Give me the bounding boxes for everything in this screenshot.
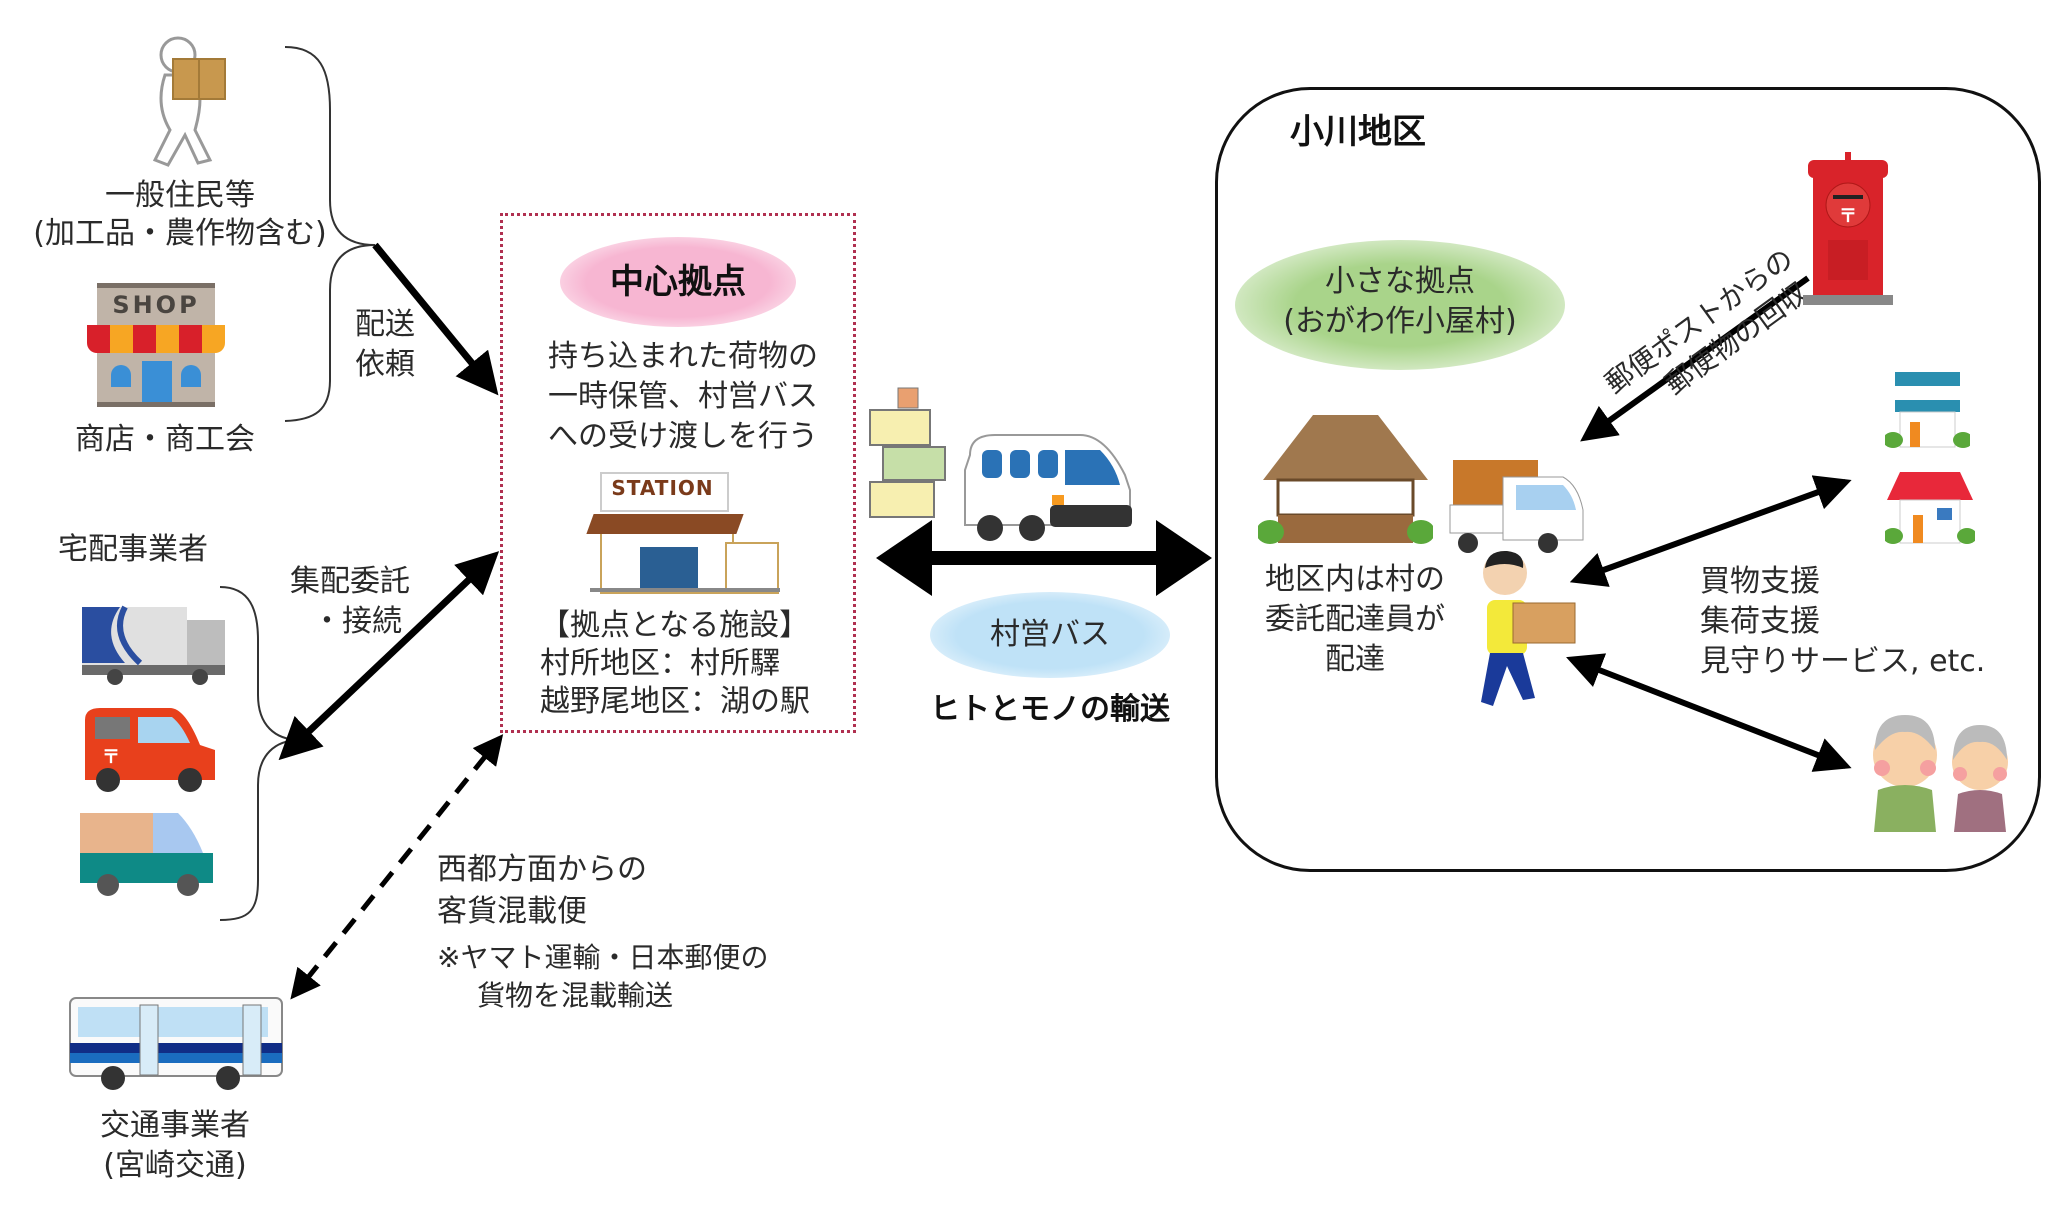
residents-sublabel: (加工品・農作物含む) bbox=[33, 216, 327, 251]
shop-icon: SHOP bbox=[87, 283, 225, 407]
light-truck-icon bbox=[1449, 460, 1584, 553]
delivery-note-3: 配達 bbox=[1325, 642, 1385, 677]
post-van-icon: 〒 bbox=[85, 708, 215, 792]
mixed-transport-note-1: ※ヤマト運輸・日本郵便の bbox=[437, 941, 769, 974]
residents-label: 一般住民等 bbox=[105, 178, 255, 213]
facility-2: 越野尾地区：湖の駅 bbox=[540, 684, 810, 719]
central-hub-title-bg bbox=[560, 237, 796, 327]
delivery-note-1: 地区内は村の bbox=[1265, 562, 1445, 597]
hub-desc-3: への受け渡しを行う bbox=[548, 419, 818, 454]
thatched-hut-icon bbox=[1258, 415, 1433, 544]
transport-caption: ヒトとモノの輸送 bbox=[930, 692, 1170, 727]
district-title: 小川地区 bbox=[1290, 112, 1426, 152]
bus-icon bbox=[69, 997, 283, 1090]
facilities-heading: 【拠点となる施設】 bbox=[540, 608, 810, 643]
ogawa-district-box bbox=[1215, 87, 2041, 872]
small-hub-label: 小さな拠点 bbox=[1325, 264, 1475, 299]
mixed-transport-note-2: 貨物を混載輸送 bbox=[477, 979, 674, 1012]
courier-van-icon bbox=[80, 813, 213, 896]
delivery-worker-icon bbox=[1481, 550, 1576, 706]
mixed-transport-label-1: 西都方面からの bbox=[437, 852, 647, 887]
transit-sublabel: (宮崎交通) bbox=[103, 1148, 247, 1183]
parcel-stack-icon bbox=[869, 387, 946, 518]
elderly-couple-icon bbox=[1873, 715, 2008, 832]
transit-label: 交通事業者 bbox=[100, 1108, 250, 1143]
village-bus-label: 村営バス bbox=[990, 617, 1110, 652]
services-3: 見守りサービス, etc. bbox=[1700, 644, 1986, 679]
central-hub-box bbox=[500, 213, 856, 733]
station-sign: STATION bbox=[611, 476, 714, 500]
house-blue-icon bbox=[1885, 372, 1970, 448]
delivery-request-label-2: 依頼 bbox=[355, 347, 415, 382]
services-1: 買物支援 bbox=[1700, 564, 1820, 599]
mixed-transport-label-2: 客貨混載便 bbox=[437, 894, 587, 929]
small-hub-label-bg bbox=[1235, 240, 1565, 370]
couriers-title: 宅配事業者 bbox=[58, 532, 208, 567]
hub-desc-1: 持ち込まれた荷物の bbox=[548, 339, 818, 374]
courier-brace bbox=[219, 586, 301, 921]
hub-desc-2: 一時保管、村営バス bbox=[548, 379, 818, 414]
small-hub-sublabel: (おがわ作小屋村) bbox=[1283, 304, 1517, 339]
minibus-icon bbox=[964, 434, 1132, 541]
mailbox-icon: 〒 bbox=[1803, 152, 1893, 305]
delivery-truck-icon bbox=[82, 605, 225, 685]
delivery-note-2: 委託配達員が bbox=[1265, 602, 1445, 637]
courier-link-label-2: ・接続 bbox=[312, 604, 402, 639]
svg-text:〒: 〒 bbox=[1839, 206, 1857, 227]
courier-link-label-1: 集配委託 bbox=[290, 564, 410, 599]
village-bus-label-bg bbox=[930, 592, 1170, 678]
services-2: 集荷支援 bbox=[1700, 604, 1820, 639]
central-hub-title: 中心拠点 bbox=[610, 262, 746, 302]
delivery-request-label-1: 配送 bbox=[355, 307, 415, 342]
house-red-icon bbox=[1885, 472, 1975, 544]
shop-sign: SHOP bbox=[112, 291, 200, 319]
shop-label: 商店・商工会 bbox=[75, 422, 255, 457]
station-icon: STATION bbox=[586, 472, 785, 594]
svg-text:〒: 〒 bbox=[102, 747, 120, 768]
person-carrying-box-icon bbox=[152, 36, 226, 167]
facility-1: 村所地区：村所驛 bbox=[540, 646, 780, 681]
